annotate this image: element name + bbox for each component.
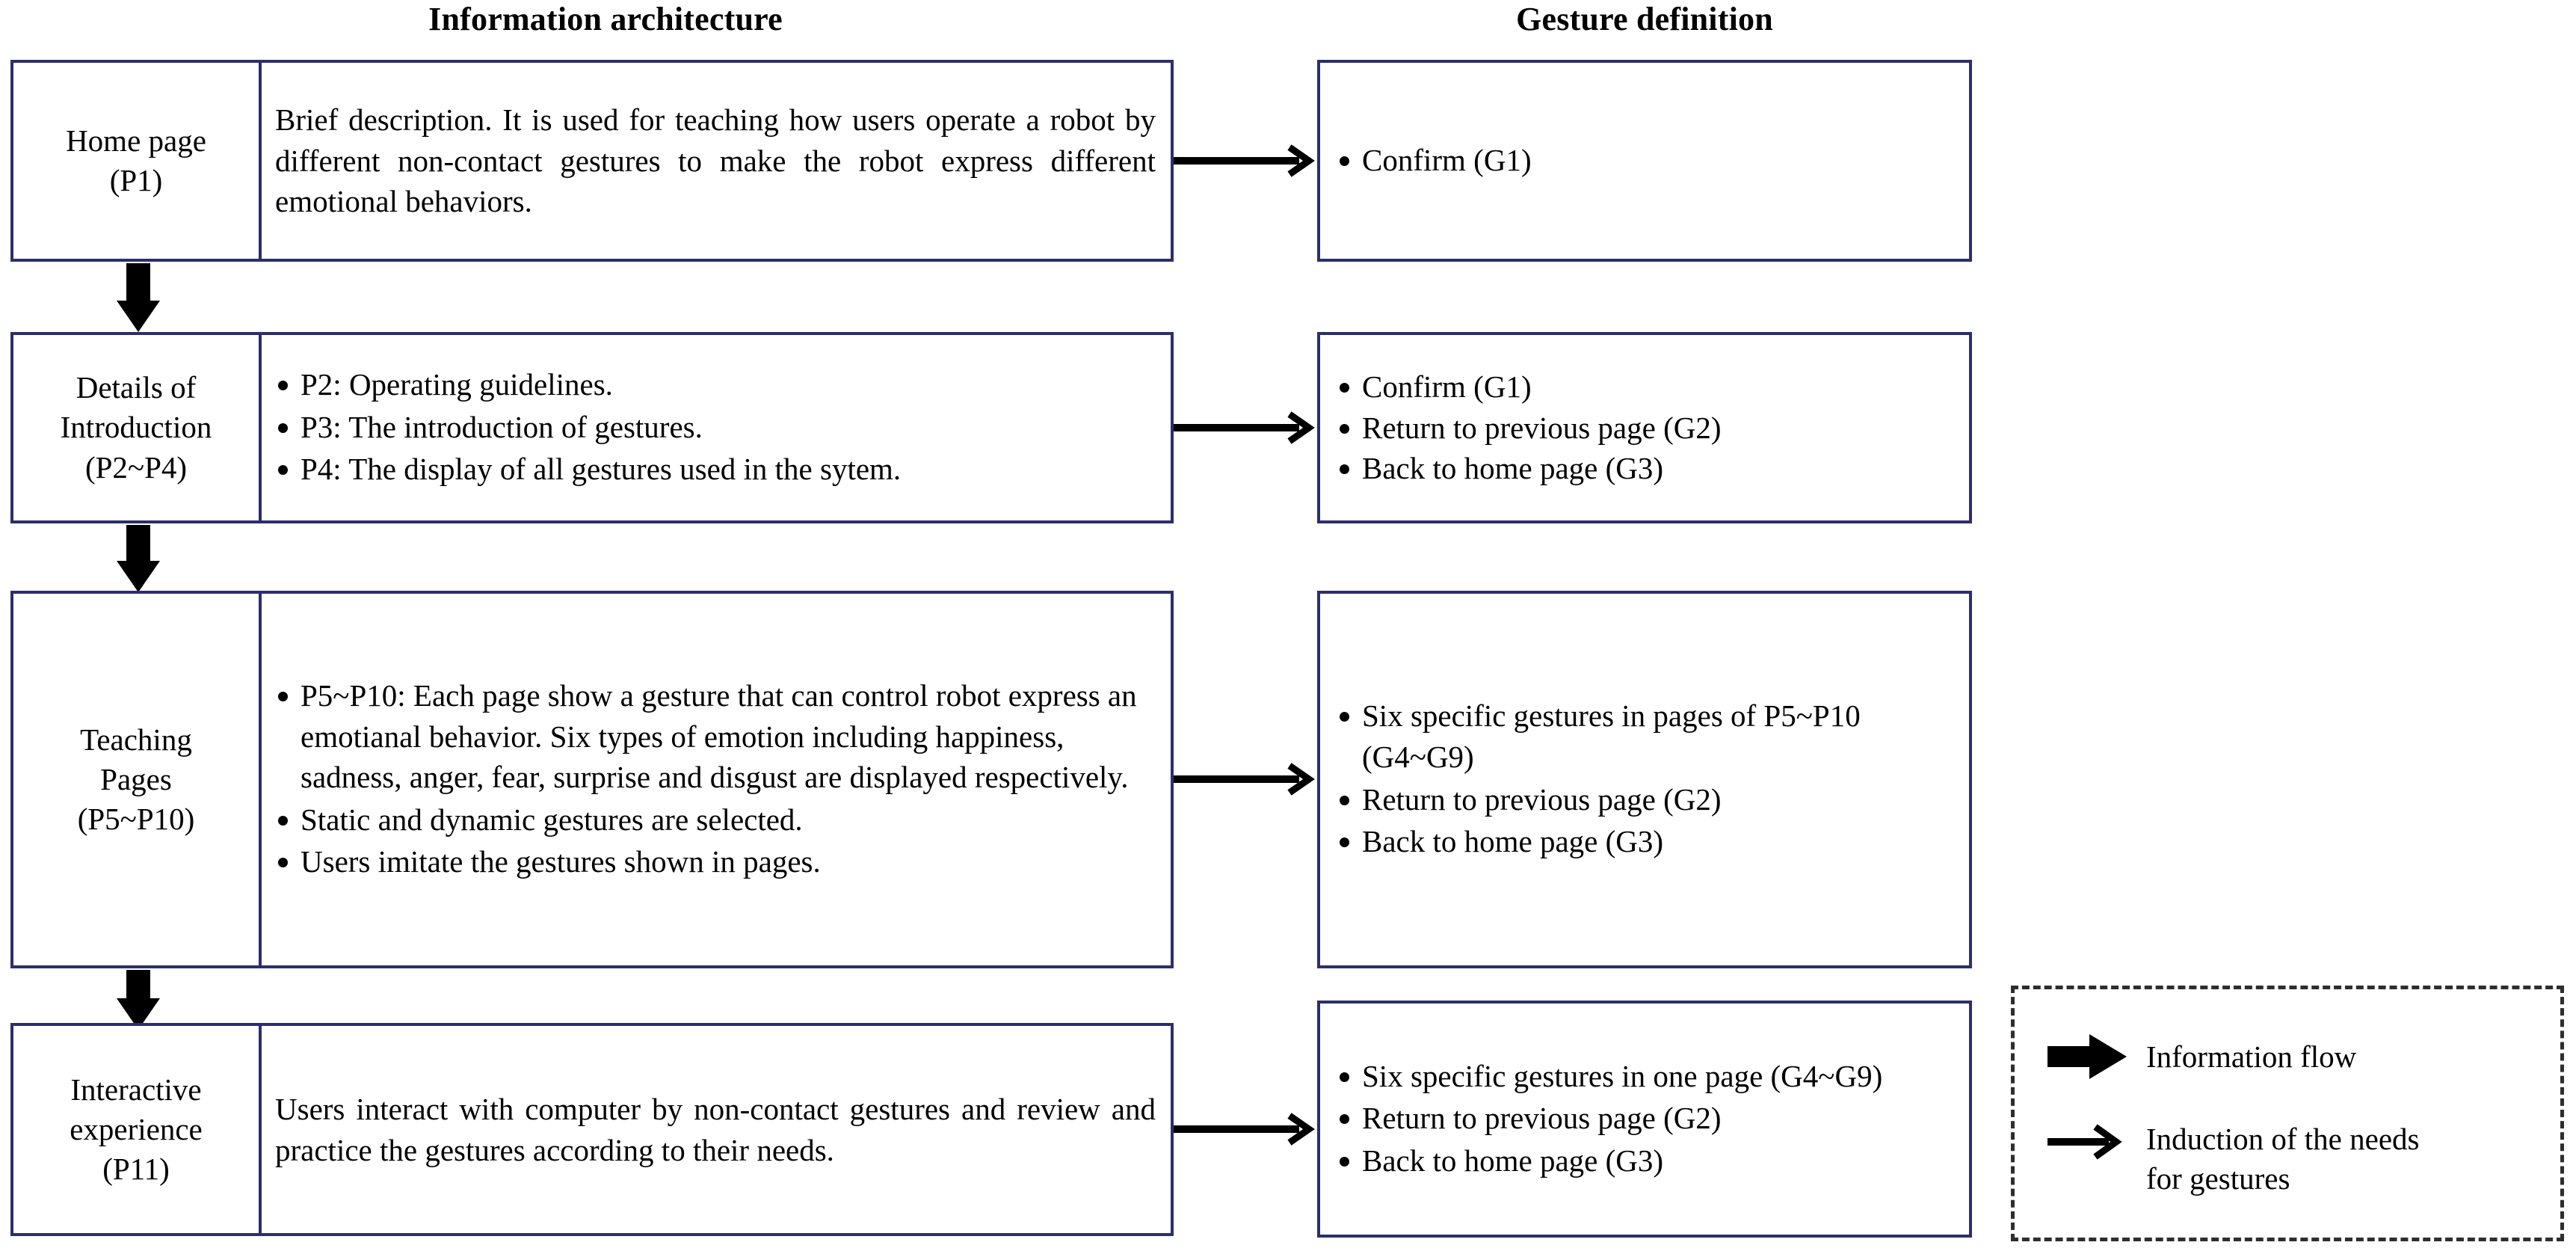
gesture-list-1: Confirm (G1) (1337, 140, 1957, 182)
arrowhead-1-icon (1287, 144, 1315, 177)
gesture-item: Return to previous page (G2) (1337, 779, 1957, 820)
arrowhead-4-icon (1287, 1113, 1315, 1146)
ia-box-home-page: Home page (P1) Brief description. It is … (10, 60, 1174, 262)
ia-title-line2: (P1) (109, 163, 163, 197)
gd-box-body-home-page: Confirm (G1) (1320, 63, 1969, 259)
ia-bullet-item: Users imitate the gestures shown in page… (275, 841, 1160, 882)
ia-title-line3: (P11) (102, 1152, 170, 1187)
ia-box-body-details-of-introduction: P2: Operating guidelines. P3: The introd… (262, 335, 1171, 520)
information-flow-arrow-2-icon (117, 525, 160, 592)
column-header-gesture-definition: Gesture definition (1516, 1, 1773, 37)
gd-box-home-page: Confirm (G1) (1317, 60, 1972, 262)
ia-bullet-item: P3: The introduction of gestures. (275, 407, 1160, 448)
gesture-list-4: Six specific gestures in one page (G4~G9… (1337, 1056, 1957, 1183)
ia-title-line2: Introduction (60, 410, 212, 445)
gd-box-details-of-introduction: Confirm (G1) Return to previous page (G2… (1317, 332, 1972, 523)
ia-box-title-interactive-experience: Interactive experience (P11) (13, 1026, 262, 1233)
gd-box-teaching-pages: Six specific gestures in pages of P5~P10… (1317, 591, 1972, 968)
gesture-item: Six specific gestures in one page (G4~G9… (1337, 1056, 1957, 1097)
gesture-list-2: Confirm (G1) Return to previous page (G2… (1337, 366, 1957, 489)
ia-body-bullets-2: P2: Operating guidelines. P3: The introd… (275, 364, 1160, 491)
ia-box-title-teaching-pages: Teaching Pages (P5~P10) (13, 594, 262, 965)
ia-box-title-home-page: Home page (P1) (13, 63, 262, 259)
ia-box-body-interactive-experience: Users interact with computer by non-cont… (262, 1026, 1171, 1233)
gesture-item: Back to home page (G3) (1337, 821, 1957, 862)
ia-bullet-item: P5~P10: Each page show a gesture that ca… (275, 675, 1160, 798)
ia-title-line2: experience (70, 1111, 203, 1146)
ia-box-body-teaching-pages: P5~P10: Each page show a gesture that ca… (262, 594, 1171, 965)
ia-title-line2: Pages (100, 761, 172, 796)
information-flow-arrow-3-icon (117, 970, 160, 1030)
column-header-information-architecture: Information architecture (428, 1, 783, 37)
induction-arrow-2-icon (1174, 411, 1319, 444)
gd-box-body-details-of-introduction: Confirm (G1) Return to previous page (G2… (1320, 335, 1969, 520)
ia-box-interactive-experience: Interactive experience (P11) Users inter… (10, 1023, 1174, 1236)
information-flow-arrow-1-icon (117, 263, 160, 332)
gesture-list-3: Six specific gestures in pages of P5~P10… (1337, 695, 1957, 863)
gd-box-body-interactive-experience: Six specific gestures in one page (G4~G9… (1320, 1004, 1969, 1235)
ia-box-body-home-page: Brief description. It is used for teachi… (262, 63, 1171, 259)
legend-item-information-flow: Information flow (2047, 1033, 2357, 1079)
gesture-item: Return to previous page (G2) (1337, 1098, 1957, 1139)
ia-box-details-of-introduction: Details of Introduction (P2~P4) P2: Oper… (10, 332, 1174, 523)
legend-item-induction-of-needs: Induction of the needs for gestures (2047, 1118, 2419, 1199)
gd-box-body-teaching-pages: Six specific gestures in pages of P5~P10… (1320, 594, 1969, 965)
gesture-item: Six specific gestures in pages of P5~P10… (1337, 695, 1957, 777)
ia-title-line1: Details of (76, 370, 197, 405)
ia-title-line1: Teaching (80, 722, 192, 757)
ia-title-line3: (P5~P10) (77, 802, 195, 837)
arrowhead-3-icon (1287, 763, 1315, 796)
ia-title-line3: (P2~P4) (84, 449, 188, 485)
ia-bullet-item: P2: Operating guidelines. (275, 364, 1160, 405)
legend-box: Information flow Induction of the needs … (2011, 986, 2564, 1241)
induction-arrow-3-icon (1174, 763, 1319, 796)
ia-box-teaching-pages: Teaching Pages (P5~P10) P5~P10: Each pag… (10, 591, 1174, 968)
solid-block-arrow-right-icon (2047, 1033, 2128, 1081)
gesture-item: Confirm (G1) (1337, 366, 1957, 408)
ia-bullet-item: P4: The display of all gestures used in … (275, 449, 1160, 490)
arrowhead-2-icon (1287, 411, 1315, 444)
ia-body-paragraph: Brief description. It is used for teachi… (275, 102, 1156, 219)
induction-arrow-1-icon (1174, 144, 1319, 177)
gesture-item: Confirm (G1) (1337, 140, 1957, 181)
ia-body-paragraph: Users interact with computer by non-cont… (275, 1091, 1156, 1167)
open-line-arrow-right-icon (2047, 1118, 2128, 1166)
induction-arrow-4-icon (1174, 1113, 1319, 1146)
gesture-item: Back to home page (G3) (1337, 448, 1957, 489)
ia-body-bullets-3: P5~P10: Each page show a gesture that ca… (275, 675, 1160, 884)
gesture-item: Return to previous page (G2) (1337, 408, 1957, 449)
legend-label-induction-of-needs: Induction of the needs for gestures (2146, 1122, 2420, 1196)
gesture-item: Back to home page (G3) (1337, 1140, 1957, 1181)
ia-title-line1: Interactive (70, 1072, 202, 1107)
ia-bullet-item: Static and dynamic gestures are selected… (275, 799, 1160, 840)
gd-box-interactive-experience: Six specific gestures in one page (G4~G9… (1317, 1001, 1972, 1238)
ia-title-line1: Home page (66, 123, 206, 158)
legend-label-information-flow: Information flow (2146, 1039, 2357, 1074)
ia-box-title-details-of-introduction: Details of Introduction (P2~P4) (13, 335, 262, 520)
